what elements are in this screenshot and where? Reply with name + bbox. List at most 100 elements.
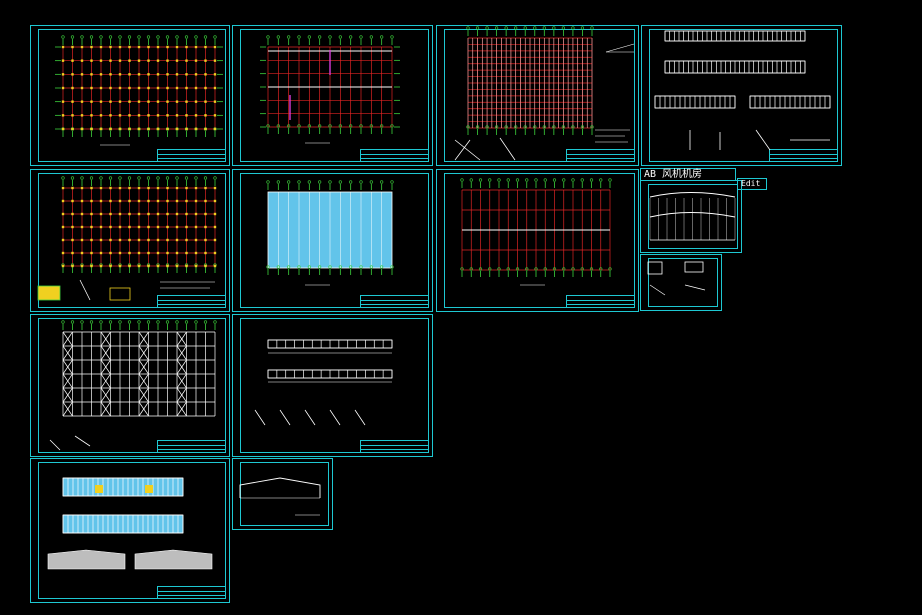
axis-tick-bubble	[213, 35, 217, 39]
column-mark	[71, 114, 74, 117]
axis-tick-bubble	[608, 267, 612, 271]
axis-tick-bubble	[137, 35, 141, 39]
column-mark	[166, 73, 169, 76]
column-mark	[71, 45, 74, 49]
sheet-frame-plan-a[interactable]	[30, 314, 230, 457]
title-block	[157, 295, 226, 308]
column-mark	[175, 73, 179, 76]
column-mark	[204, 86, 207, 90]
column-mark	[185, 127, 188, 131]
detail-line	[304, 409, 316, 426]
column-mark	[147, 59, 150, 62]
column-mark	[71, 251, 74, 255]
axis-tick-bubble	[515, 178, 520, 182]
connection-detail	[684, 261, 704, 273]
column-mark	[80, 100, 84, 103]
axis-tick-bubble	[61, 35, 65, 39]
axis-tick-bubble	[99, 127, 103, 131]
axis-tick-bubble	[89, 127, 94, 131]
axis-tick-bubble	[146, 127, 151, 131]
column-mark	[90, 86, 93, 90]
sheet-bracing-plan[interactable]	[436, 169, 639, 312]
column-mark	[213, 199, 217, 203]
axis-tick-bubble	[108, 320, 113, 324]
axis-tick-bubble	[338, 35, 342, 39]
sheet-connection-details[interactable]	[640, 254, 722, 311]
x-brace	[138, 387, 149, 403]
column-mark	[166, 45, 169, 49]
detail-line	[605, 43, 635, 53]
detail-line	[354, 409, 366, 426]
axis-tick-bubble	[287, 35, 291, 39]
column-mark	[80, 212, 84, 216]
sheet-building-elevations[interactable]	[30, 458, 230, 603]
axis-tick-bubble	[165, 320, 170, 324]
axis-tick-bubble	[156, 35, 160, 39]
sheet-column-plan[interactable]	[232, 25, 433, 166]
detail-line	[279, 409, 291, 426]
column-mark	[90, 127, 93, 131]
sheet-gable-frame[interactable]	[232, 314, 433, 457]
column-mark	[71, 264, 74, 268]
column-mark	[61, 264, 65, 268]
column-mark	[128, 45, 131, 49]
axis-tick-bubble	[137, 320, 141, 324]
axis-tick-bubble	[590, 125, 594, 129]
x-brace	[62, 345, 73, 361]
sheet-foundation-plan[interactable]	[30, 169, 230, 312]
column-mark	[137, 114, 141, 117]
sheet-roof-purlin-plan[interactable]	[436, 25, 639, 166]
column-mark	[156, 251, 160, 255]
axis-tick-bubble	[523, 125, 527, 129]
axis-tick-bubble	[478, 178, 483, 182]
column-mark	[71, 199, 74, 203]
column-mark	[204, 238, 207, 242]
footing-detail	[37, 285, 61, 301]
column-mark	[71, 186, 74, 190]
column-mark	[166, 86, 169, 90]
sheet-roof-panel-layout[interactable]	[232, 169, 433, 312]
axis-tick-bubble	[118, 127, 122, 131]
column-mark	[147, 73, 150, 76]
column-mark	[137, 238, 141, 242]
sheet-frame-section[interactable]	[232, 458, 333, 530]
column-mark	[118, 225, 122, 229]
column-mark	[147, 186, 150, 190]
x-brace	[176, 331, 187, 347]
column-mark	[194, 73, 198, 76]
column-mark	[213, 212, 217, 216]
axis-tick-bubble	[534, 178, 538, 182]
title-block	[360, 149, 429, 162]
column-mark	[204, 45, 207, 49]
column-mark	[128, 73, 131, 76]
column-mark	[71, 59, 74, 62]
detail-line	[649, 284, 666, 296]
column-mark	[99, 73, 103, 76]
detail-line	[49, 439, 61, 451]
axis-tick-bubble	[287, 124, 291, 128]
axis-tick-bubble	[525, 267, 529, 271]
column-mark	[71, 86, 74, 90]
axis-tick-bubble	[506, 267, 510, 271]
axis-tick-bubble	[589, 178, 594, 182]
column-mark	[175, 212, 179, 216]
column-mark	[80, 73, 84, 76]
sheet-wall-elevations[interactable]	[641, 25, 842, 166]
axis-tick-bubble	[108, 35, 113, 39]
x-brace	[100, 345, 111, 361]
axis-tick-bubble	[276, 180, 280, 184]
sheet-anchor-bolt-plan[interactable]	[30, 25, 230, 166]
axis-tick-bubble	[571, 267, 575, 271]
axis-tick-bubble	[276, 35, 280, 39]
column-mark	[213, 238, 217, 242]
column-mark	[185, 59, 188, 62]
column-mark	[147, 100, 150, 103]
axis-tick-bubble	[297, 35, 301, 39]
axis-tick-bubble	[349, 35, 353, 39]
axis-tick-bubble	[318, 35, 322, 39]
axis-tick-bubble	[506, 178, 510, 182]
axis-tick-bubble	[127, 127, 132, 131]
axis-tick-bubble	[194, 320, 198, 324]
column-mark	[128, 100, 131, 103]
